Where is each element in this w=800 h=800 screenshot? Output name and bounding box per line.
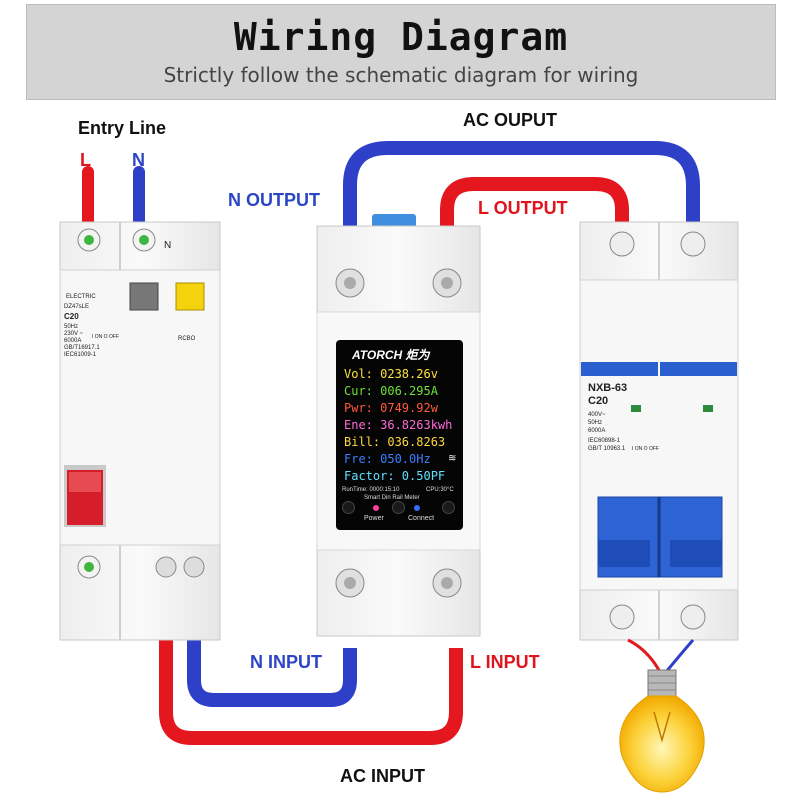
breaker-rating: C20	[588, 395, 609, 407]
meter-plus-button[interactable]	[442, 501, 455, 514]
n-input-label: N INPUT	[250, 652, 322, 672]
connect-label: Connect	[408, 515, 435, 522]
rcbo-spec-3: 6000A	[64, 338, 82, 344]
rcbo-spec-2: 230V ~	[64, 331, 84, 337]
diagram-title: Wiring Diagram	[233, 15, 569, 59]
rcbo-n-mark: N	[164, 240, 172, 251]
bulb-neutral-wire	[664, 639, 695, 673]
meter-power: Pwr: 0749.92w	[344, 401, 438, 415]
rcbo-breaker	[59, 221, 221, 641]
breaker-on-off: I ON O OFF	[632, 446, 659, 452]
meter-runtime: RunTime: 0000:15:10	[342, 487, 400, 493]
entry-line-label: Entry Line	[78, 118, 167, 138]
ac-output-live-wire	[440, 177, 629, 238]
light-bulb	[619, 669, 705, 793]
breaker-model: NXB-63	[588, 382, 628, 394]
breaker-std-2: GB/T 10963.1	[588, 446, 626, 452]
live-letter-label: L	[80, 150, 91, 170]
rcbo-model: DZ47sLE	[64, 304, 90, 310]
diagram-subtitle: Strictly follow the schematic diagram fo…	[163, 63, 639, 87]
n-output-label: N OUTPUT	[228, 190, 320, 210]
meter-energy: Ene: 36.8263kwh	[344, 418, 453, 432]
meter-frequency: Fre: 050.0Hz	[344, 452, 431, 466]
meter-voltage: Vol: 0238.26v	[344, 367, 438, 381]
ac-output-label: AC OUPUT	[463, 110, 557, 130]
ac-output-neutral-wire	[343, 141, 700, 238]
l-output-label: L OUTPUT	[478, 198, 568, 218]
meter-mode-button[interactable]	[392, 501, 405, 514]
meter-display: ATORCH 炬为 Vol: 0238.26v Cur: 006.295A Pw…	[336, 340, 463, 530]
power-led-icon	[373, 505, 379, 511]
rcbo-std-2: IEC61009-1	[64, 352, 97, 358]
header-banner: Wiring Diagram Strictly follow the schem…	[26, 4, 776, 100]
wifi-icon: ≋	[448, 453, 457, 464]
meter-minus-button[interactable]	[342, 501, 355, 514]
ac-input-label: AC INPUT	[340, 766, 425, 786]
ac-input-live-wire	[159, 578, 463, 745]
breaker-std-1: IEC60898-1	[588, 438, 621, 444]
connect-led-icon	[414, 505, 420, 511]
meter-current: Cur: 006.295A	[344, 384, 438, 398]
meter-subtitle: Smart Din Rail Meter	[364, 495, 420, 501]
meter-factor: Factor: 0.50PF	[344, 469, 446, 483]
l-input-label: L INPUT	[470, 652, 540, 672]
meter-bill: Bill: 036.8263	[344, 435, 446, 449]
bulb-live-wire	[627, 638, 662, 673]
rcbo-std-1: GB/T16917.1	[64, 345, 100, 351]
rcbo-spec-1: 50Hz	[64, 324, 79, 330]
rcbo-brand: ELECTRIC	[66, 294, 96, 300]
meter-brand: ATORCH 炬为	[352, 348, 430, 362]
neutral-letter-label: N	[132, 150, 145, 170]
rcbo-type-text: RCBO	[178, 336, 196, 342]
breaker-spec-1: 400V~	[588, 412, 606, 418]
miniature-breaker	[579, 221, 739, 641]
rcbo-rating: C20	[64, 312, 79, 321]
ac-input-neutral-wire	[187, 578, 357, 707]
power-label: Power	[364, 515, 384, 522]
breaker-spec-2: 50Hz	[588, 420, 603, 426]
breaker-spec-3: 6000A	[588, 428, 606, 434]
meter-cpu: CPU:30°C	[426, 487, 454, 493]
rcbo-on-off: I ON O OFF	[92, 334, 119, 340]
